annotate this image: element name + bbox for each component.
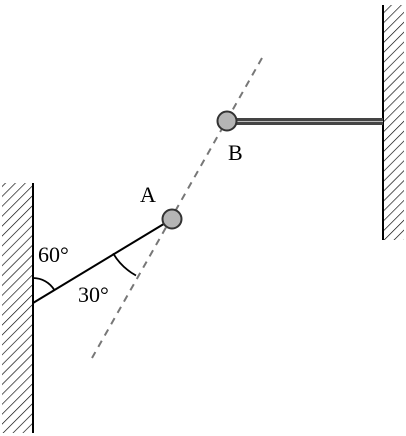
label-point-a: A bbox=[140, 182, 156, 207]
string-wall-to-a bbox=[32, 218, 173, 304]
angle-arc-30 bbox=[112, 252, 137, 277]
dashed-reference-line bbox=[91, 57, 263, 359]
left-wall bbox=[2, 183, 34, 433]
label-point-b: B bbox=[228, 140, 243, 165]
rod-b-to-wall bbox=[228, 118, 383, 125]
left-wall-hatching bbox=[2, 183, 33, 433]
ball-b bbox=[216, 110, 238, 132]
right-wall-hatching bbox=[383, 5, 404, 240]
ball-a bbox=[161, 208, 183, 230]
label-angle-30: 30° bbox=[78, 282, 109, 307]
angle-arc-60 bbox=[32, 277, 56, 291]
label-angle-60: 60° bbox=[38, 242, 69, 267]
right-wall bbox=[382, 5, 404, 240]
